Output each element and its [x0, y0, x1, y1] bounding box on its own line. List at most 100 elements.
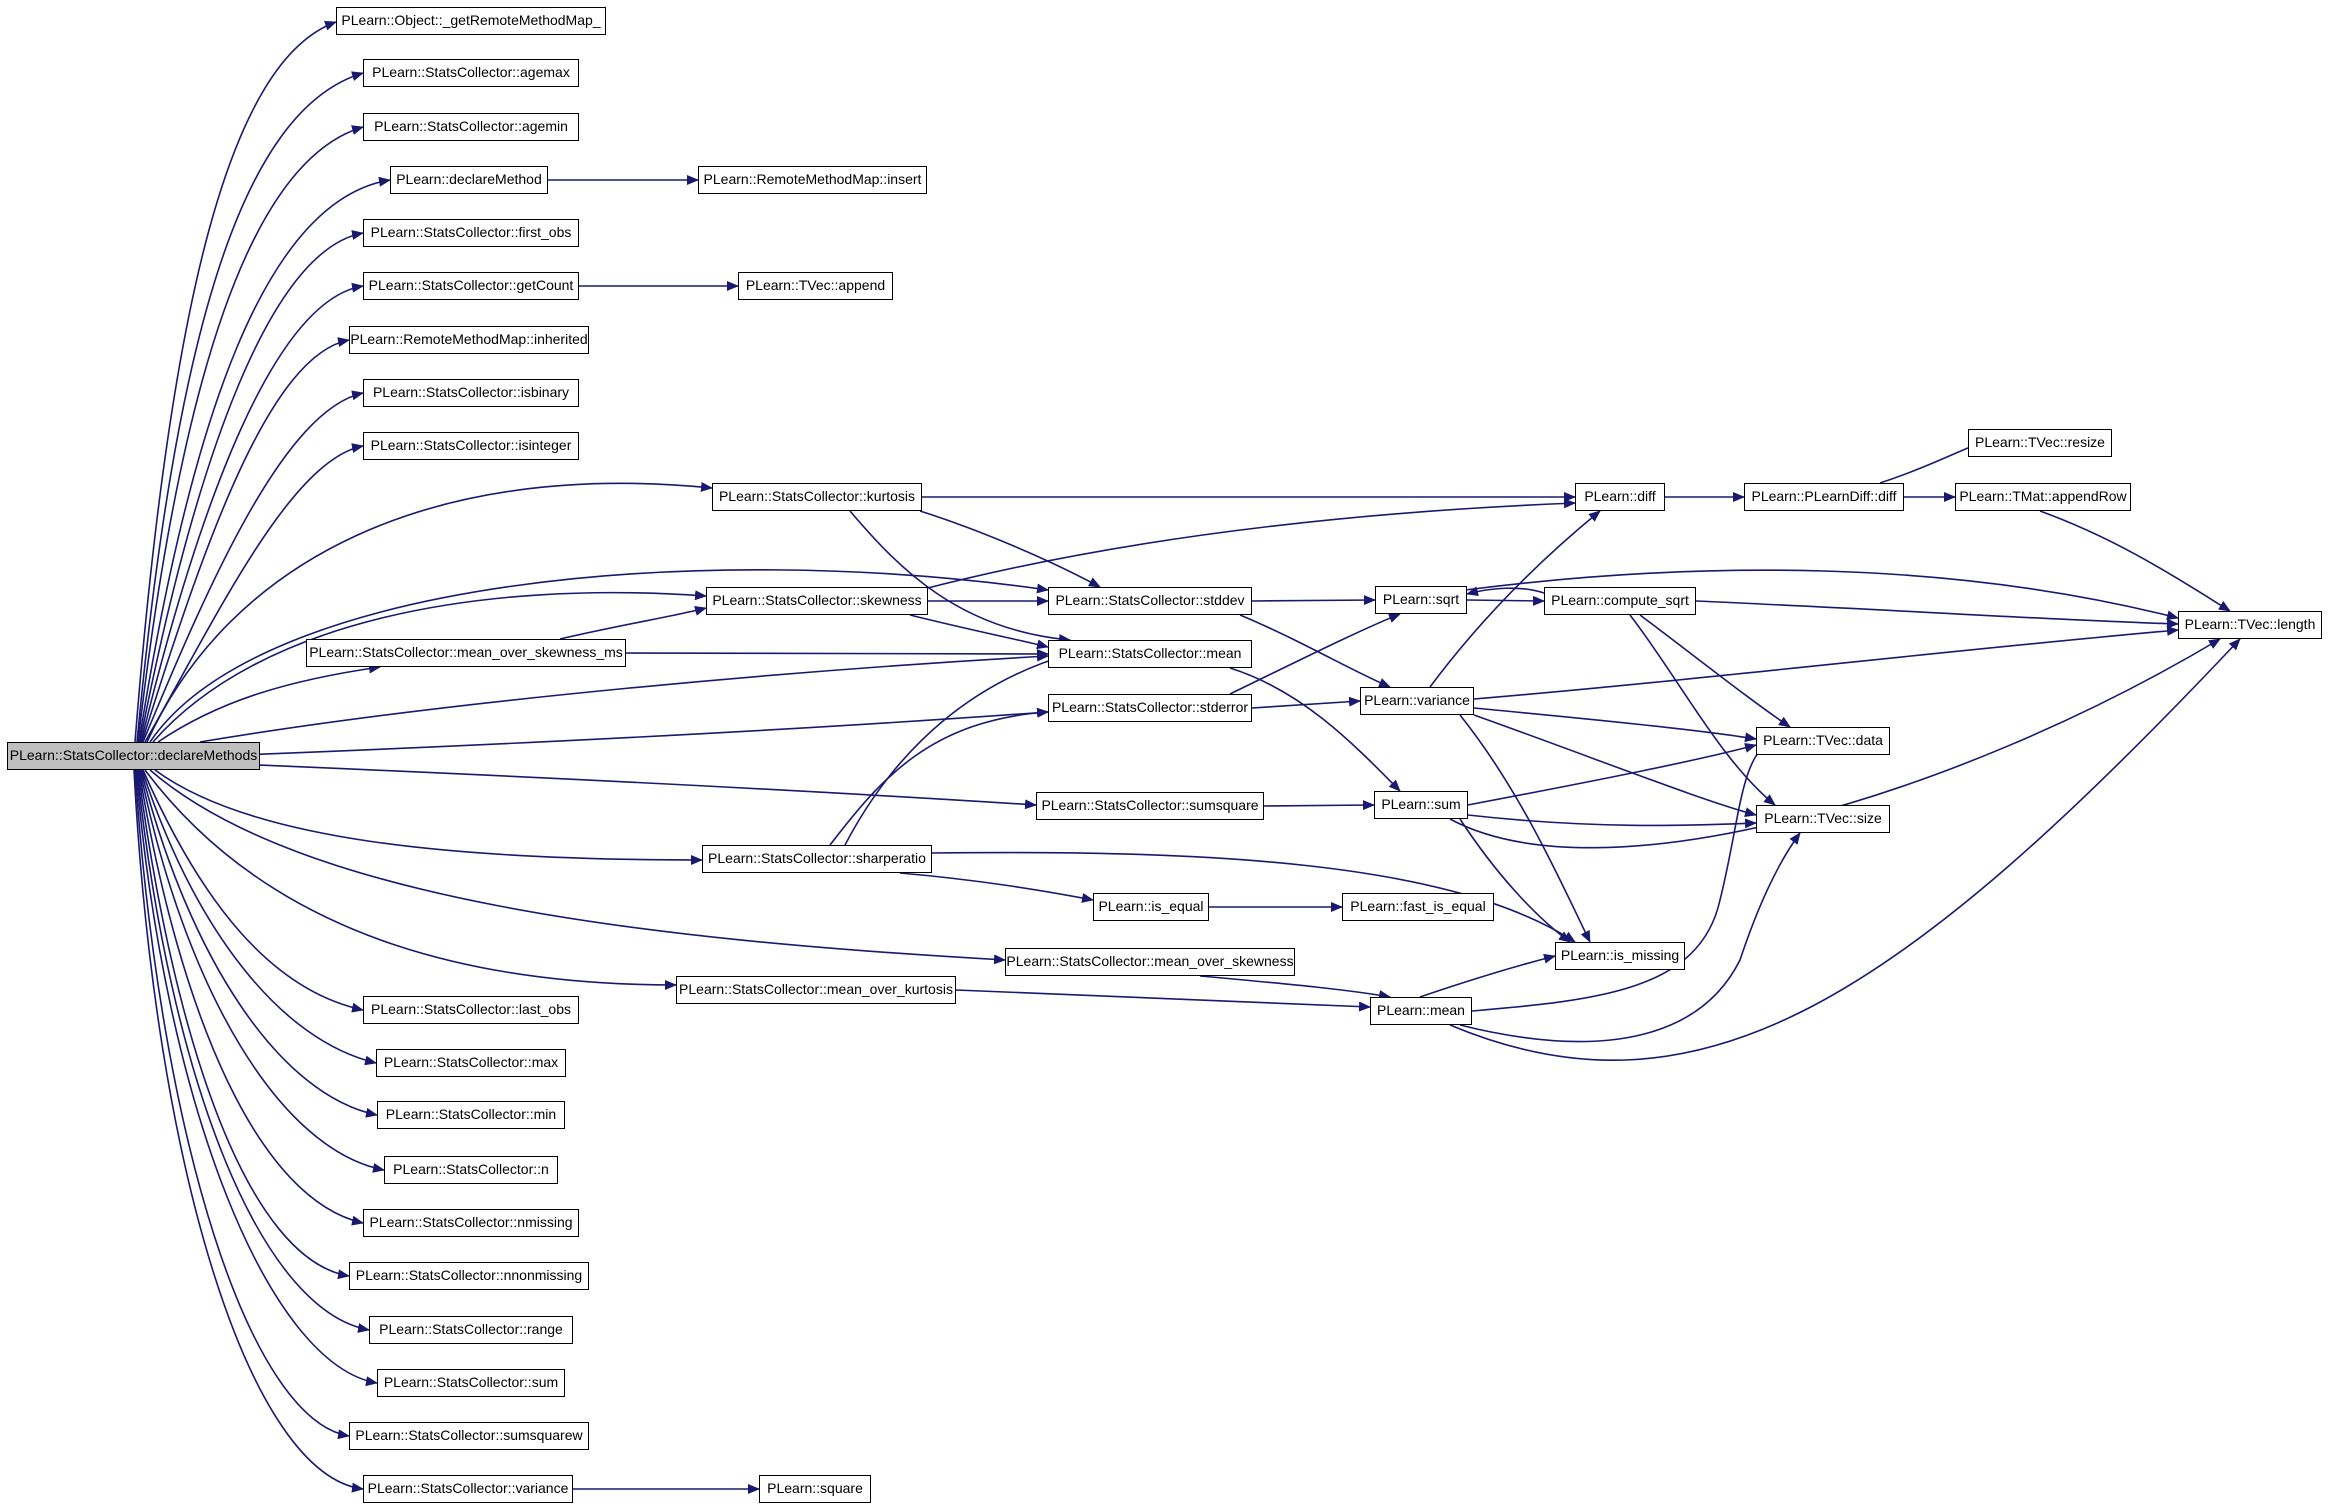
node-tvec-append[interactable]: PLearn::TVec::append	[738, 272, 893, 300]
node-square[interactable]: PLearn::square	[759, 1475, 871, 1503]
node-label: PLearn::diff	[1584, 488, 1656, 504]
node-statscollector-mean-over-skewness-ms[interactable]: PLearn::StatsCollector::mean_over_skewne…	[306, 639, 626, 667]
node-tvec-length[interactable]: PLearn::TVec::length	[2178, 611, 2322, 639]
node-label: PLearn::StatsCollector::nnonmissing	[355, 1267, 583, 1283]
node-is-equal[interactable]: PLearn::is_equal	[1093, 893, 1209, 921]
node-statscollector-stddev[interactable]: PLearn::StatsCollector::stddev	[1048, 587, 1252, 615]
edge-to-getcount	[140, 282, 364, 743]
edge-mean-to-size	[1459, 832, 1801, 1043]
node-label: PLearn::StatsCollector::getCount	[368, 277, 574, 293]
node-label: PLearn::sqrt	[1382, 591, 1460, 607]
node-label: PLearn::RemoteMethodMap::inherited	[350, 331, 588, 347]
node-label: PLearn::StatsCollector::sumsquare	[1041, 797, 1259, 813]
node-tvec-size[interactable]: PLearn::TVec::size	[1756, 805, 1890, 833]
node-statscollector-sumsquare[interactable]: PLearn::StatsCollector::sumsquare	[1036, 792, 1264, 820]
edge-compute-sqrt-to-size	[1629, 614, 1776, 806]
edge-sumsquare-to-sum	[1263, 800, 1375, 811]
node-statscollector-isbinary[interactable]: PLearn::StatsCollector::isbinary	[363, 379, 579, 407]
node-statscollector-mean-over-skewness[interactable]: PLearn::StatsCollector::mean_over_skewne…	[1005, 948, 1295, 976]
node-statscollector-sharperatio[interactable]: PLearn::StatsCollector::sharperatio	[702, 845, 932, 873]
node-statscollector-mean[interactable]: PLearn::StatsCollector::mean	[1048, 640, 1252, 668]
node-label: PLearn::mean	[1377, 1002, 1465, 1018]
edge-sqrt-to-compute-sqrt	[1466, 595, 1545, 606]
edge-to-n	[139, 769, 385, 1173]
node-statscollector-kurtosis[interactable]: PLearn::StatsCollector::kurtosis	[712, 483, 922, 511]
edge-to-sc-mean	[199, 651, 1049, 743]
node-statscollector-agemax[interactable]: PLearn::StatsCollector::agemax	[363, 59, 579, 87]
edge-sharperatio-to-sc-mean	[844, 652, 1071, 846]
node-label: PLearn::variance	[1364, 692, 1470, 708]
node-statscollector-variance[interactable]: PLearn::StatsCollector::variance	[363, 1475, 573, 1503]
edge-to-nmissing	[138, 769, 364, 1226]
node-statscollector-first-obs[interactable]: PLearn::StatsCollector::first_obs	[363, 219, 579, 247]
node-statscollector-getcount[interactable]: PLearn::StatsCollector::getCount	[363, 272, 579, 300]
edge-sum-to-data	[1467, 743, 1757, 806]
edge-to-kurtosis	[146, 481, 713, 743]
edge-mean-to-data	[1471, 740, 1771, 1012]
edge-sc-mean-to-sum	[1229, 667, 1401, 792]
node-statscollector-sumsquarew[interactable]: PLearn::StatsCollector::sumsquarew	[349, 1422, 589, 1450]
node-label: PLearn::StatsCollector::stderror	[1051, 699, 1249, 715]
edge-kurtosis-to-stddev	[919, 510, 1101, 588]
node-statscollector-max[interactable]: PLearn::StatsCollector::max	[376, 1049, 566, 1077]
edge-to-agemax	[136, 71, 364, 743]
node-fast-is-equal[interactable]: PLearn::fast_is_equal	[1342, 893, 1494, 921]
node-statscollector-nnonmissing[interactable]: PLearn::StatsCollector::nnonmissing	[349, 1262, 589, 1290]
edge-variance-to-size	[1473, 714, 1757, 817]
node-label: PLearn::StatsCollector::agemax	[372, 64, 570, 80]
edge-to-isinteger	[144, 443, 364, 743]
node-label: PLearn::StatsCollector::mean_over_skewne…	[1006, 953, 1294, 969]
node-diff[interactable]: PLearn::diff	[1575, 483, 1665, 511]
node-label: PLearn::StatsCollector::nmissing	[369, 1214, 573, 1230]
node-tvec-data[interactable]: PLearn::TVec::data	[1756, 727, 1890, 755]
edge-mean-to-is-missing	[1419, 953, 1556, 998]
node-remotemethodmap-inherited[interactable]: PLearn::RemoteMethodMap::inherited	[349, 326, 589, 354]
edge-to-sc-sum	[135, 769, 378, 1387]
node-sum[interactable]: PLearn::sum	[1374, 791, 1468, 819]
node-sqrt[interactable]: PLearn::sqrt	[1375, 586, 1467, 614]
node-statscollector-last-obs[interactable]: PLearn::StatsCollector::last_obs	[363, 996, 579, 1024]
node-label: PLearn::PLearnDiff::diff	[1751, 488, 1897, 504]
node-label: PLearn::sum	[1381, 796, 1461, 812]
node-label: PLearn::TMat::appendRow	[1959, 488, 2127, 504]
edge-to-sharperatio	[154, 769, 703, 865]
node-statscollector-declaremethods[interactable]: PLearn::StatsCollector::declareMethods	[7, 742, 260, 770]
node-statscollector-min[interactable]: PLearn::StatsCollector::min	[377, 1101, 565, 1129]
node-statscollector-isinteger[interactable]: PLearn::StatsCollector::isinteger	[363, 432, 579, 460]
node-label: PLearn::TVec::size	[1764, 810, 1882, 826]
node-mean[interactable]: PLearn::mean	[1370, 997, 1472, 1025]
node-remotemethodmap-insert[interactable]: PLearn::RemoteMethodMap::insert	[698, 166, 927, 194]
node-compute-sqrt[interactable]: PLearn::compute_sqrt	[1544, 587, 1696, 615]
node-statscollector-stderror[interactable]: PLearn::StatsCollector::stderror	[1048, 694, 1252, 722]
edge-variance-to-is-missing	[1459, 714, 1591, 943]
edge-variance-to-data	[1473, 707, 1757, 743]
node-tvec-resize[interactable]: PLearn::TVec::resize	[1968, 429, 2112, 457]
edge-to-sumsquare	[209, 762, 1037, 810]
edge-stderror-to-sqrt	[1229, 613, 1401, 695]
edge-to-min	[140, 769, 378, 1118]
node-label: PLearn::StatsCollector::isinteger	[370, 437, 572, 453]
node-label: PLearn::StatsCollector::mean	[1058, 645, 1242, 661]
node-statscollector-nmissing[interactable]: PLearn::StatsCollector::nmissing	[363, 1209, 579, 1237]
node-statscollector-mean-over-kurtosis[interactable]: PLearn::StatsCollector::mean_over_kurtos…	[676, 976, 956, 1004]
node-label: PLearn::RemoteMethodMap::insert	[703, 171, 922, 187]
node-object-getremotemethodmap[interactable]: PLearn::Object::_getRemoteMethodMap_	[336, 7, 606, 35]
node-statscollector-agemin[interactable]: PLearn::StatsCollector::agemin	[363, 113, 579, 141]
edge-mean-over-kurtosis-to-mean	[955, 989, 1371, 1012]
node-label: PLearn::StatsCollector::declareMethods	[9, 747, 258, 763]
node-statscollector-range[interactable]: PLearn::StatsCollector::range	[369, 1316, 573, 1344]
node-statscollector-sum[interactable]: PLearn::StatsCollector::sum	[377, 1369, 565, 1397]
edge-sharperatio-to-stddev-loop	[829, 707, 1049, 846]
node-label: PLearn::StatsCollector::sharperatio	[708, 850, 926, 866]
node-tmat-appendrow[interactable]: PLearn::TMat::appendRow	[1955, 483, 2131, 511]
edge-to-isbinary	[142, 390, 364, 743]
node-label: PLearn::TVec::append	[745, 277, 886, 293]
node-statscollector-n[interactable]: PLearn::StatsCollector::n	[384, 1156, 558, 1184]
node-label: PLearn::StatsCollector::isbinary	[372, 384, 570, 400]
node-plearndiff-diff[interactable]: PLearn::PLearnDiff::diff	[1744, 483, 1904, 511]
node-declaremethod[interactable]: PLearn::declareMethod	[390, 166, 548, 194]
node-statscollector-skewness[interactable]: PLearn::StatsCollector::skewness	[706, 587, 928, 615]
edge-to-mean-over-kurtosis	[144, 769, 677, 990]
node-is-missing[interactable]: PLearn::is_missing	[1555, 942, 1685, 970]
node-variance[interactable]: PLearn::variance	[1360, 687, 1474, 715]
